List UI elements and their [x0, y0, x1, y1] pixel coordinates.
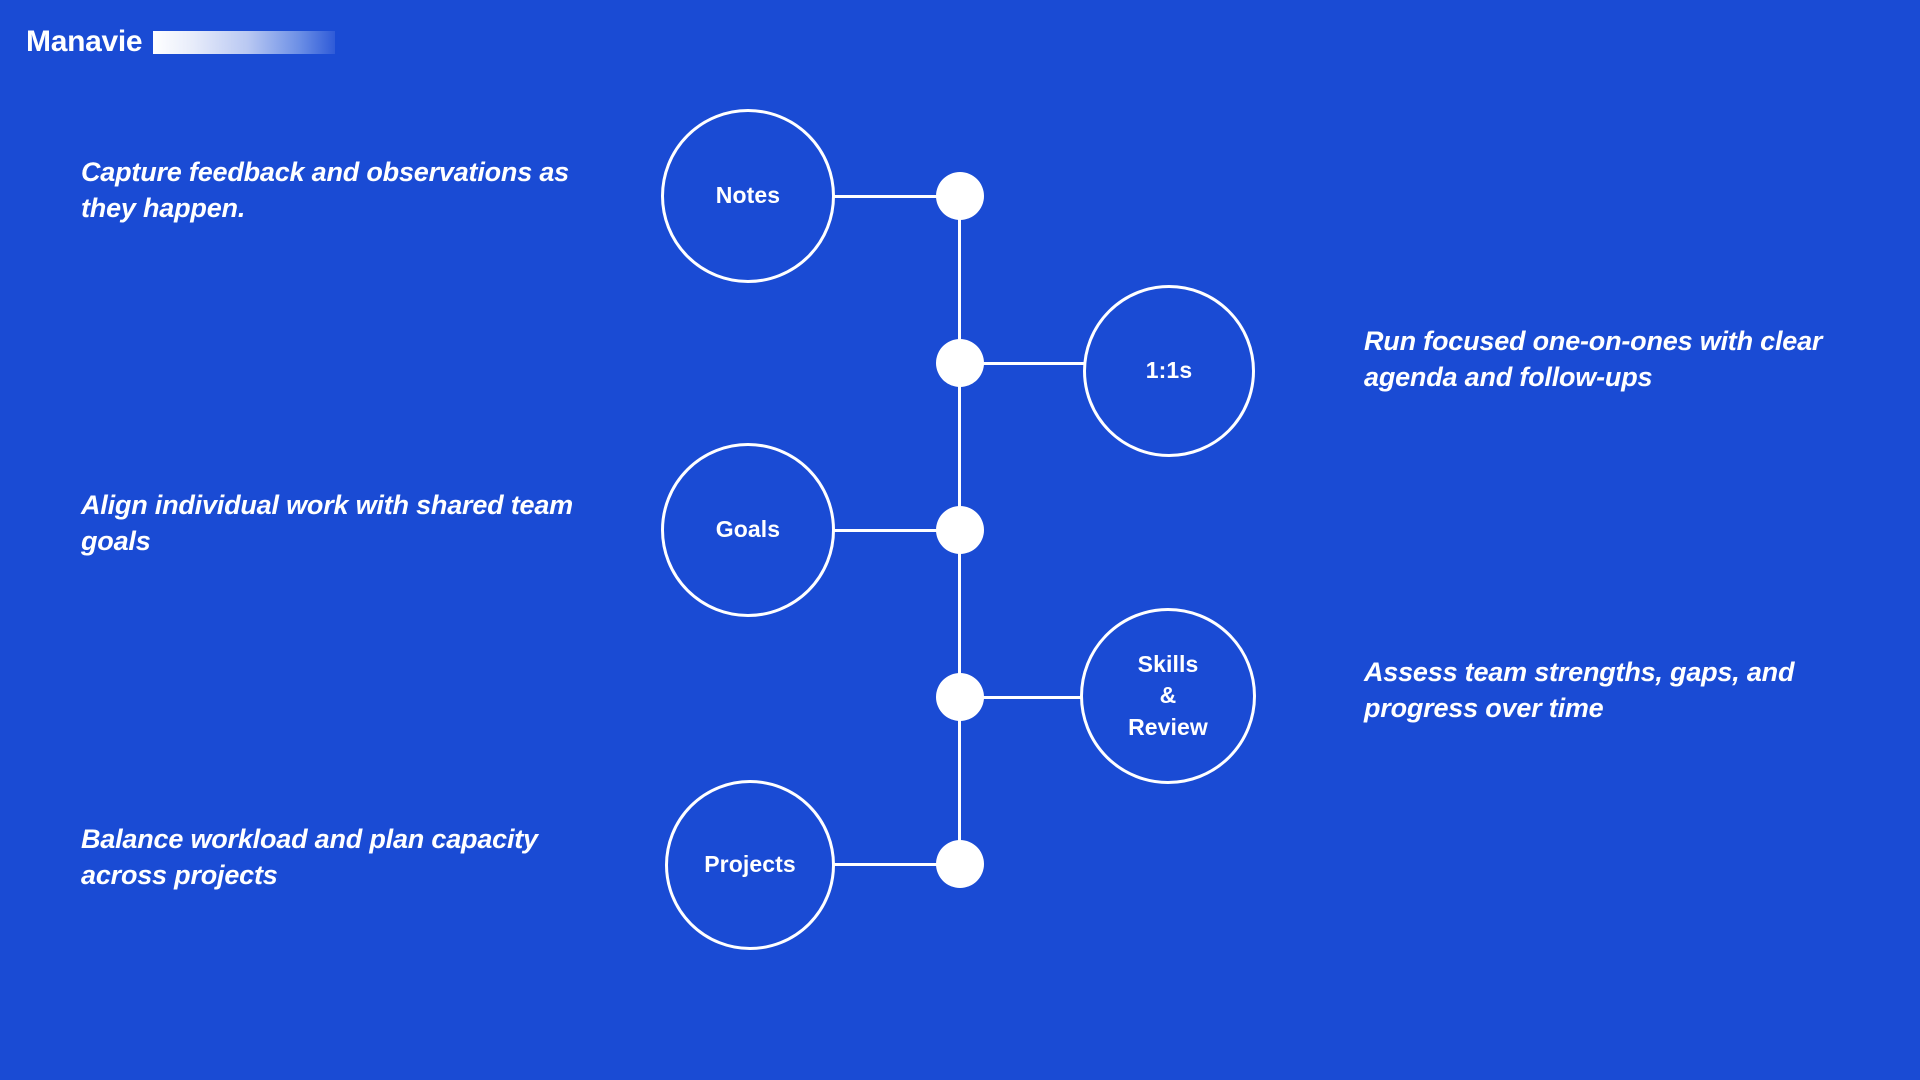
connector-arm-skills [958, 696, 1082, 699]
node-one-on-ones[interactable]: 1:1s [1083, 285, 1255, 457]
connector-arm-projects [833, 863, 961, 866]
node-projects-label: Projects [704, 851, 796, 878]
node-projects[interactable]: Projects [665, 780, 835, 950]
caption-notes: Capture feedback and observations as the… [81, 157, 569, 223]
brand-name: Manavie [26, 25, 143, 58]
node-skills-review[interactable]: Skills & Review [1080, 608, 1256, 784]
node-notes-label: Notes [715, 182, 781, 209]
hub-dot-notes[interactable] [936, 172, 984, 220]
node-skills-review-label: Skills & Review [1128, 651, 1208, 740]
node-goals-label: Goals [715, 516, 781, 543]
node-one-on-ones-label: 1:1s [1145, 357, 1193, 384]
node-goals[interactable]: Goals [661, 443, 835, 617]
brand-logo: Manavie [26, 24, 336, 60]
caption-one-on-ones: Run focused one-on-ones with clear agend… [1364, 326, 1823, 392]
node-notes[interactable]: Notes [661, 109, 835, 283]
connector-arm-notes [833, 195, 961, 198]
hub-dot-skills[interactable] [936, 673, 984, 721]
hub-dot-goals[interactable] [936, 506, 984, 554]
connector-arm-goals [833, 529, 961, 532]
hub-dot-projects[interactable] [936, 840, 984, 888]
caption-skills-review: Assess team strengths, gaps, and progres… [1364, 657, 1795, 723]
hub-dot-ones[interactable] [936, 339, 984, 387]
connector-arm-ones [958, 362, 1085, 365]
brand-gradient-bar [153, 30, 336, 54]
caption-projects: Balance workload and plan capacity acros… [81, 824, 538, 890]
caption-goals: Align individual work with shared team g… [81, 490, 573, 556]
